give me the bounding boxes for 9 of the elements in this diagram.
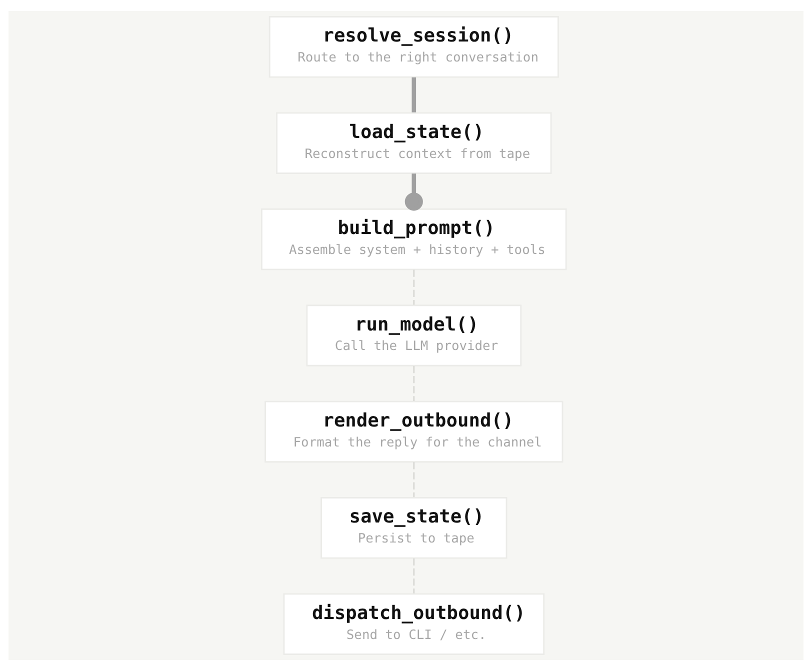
node-box: build_prompt() Assemble system + history + tools	[260, 208, 567, 270]
node-box: render_outbound() Format the reply for the channel	[264, 400, 564, 462]
connector	[412, 76, 416, 112]
node-box: dispatch_outbound() Send to CLI / etc.	[283, 592, 545, 654]
node-box: run_model() Call the LLM provider	[306, 304, 522, 366]
node-box: load_state() Reconstruct context from tape	[276, 112, 552, 174]
node-box: resolve_session() Route to the right conversation	[268, 16, 559, 78]
connector	[404, 173, 423, 210]
node-box: save_state() Persist to tape	[320, 496, 508, 558]
